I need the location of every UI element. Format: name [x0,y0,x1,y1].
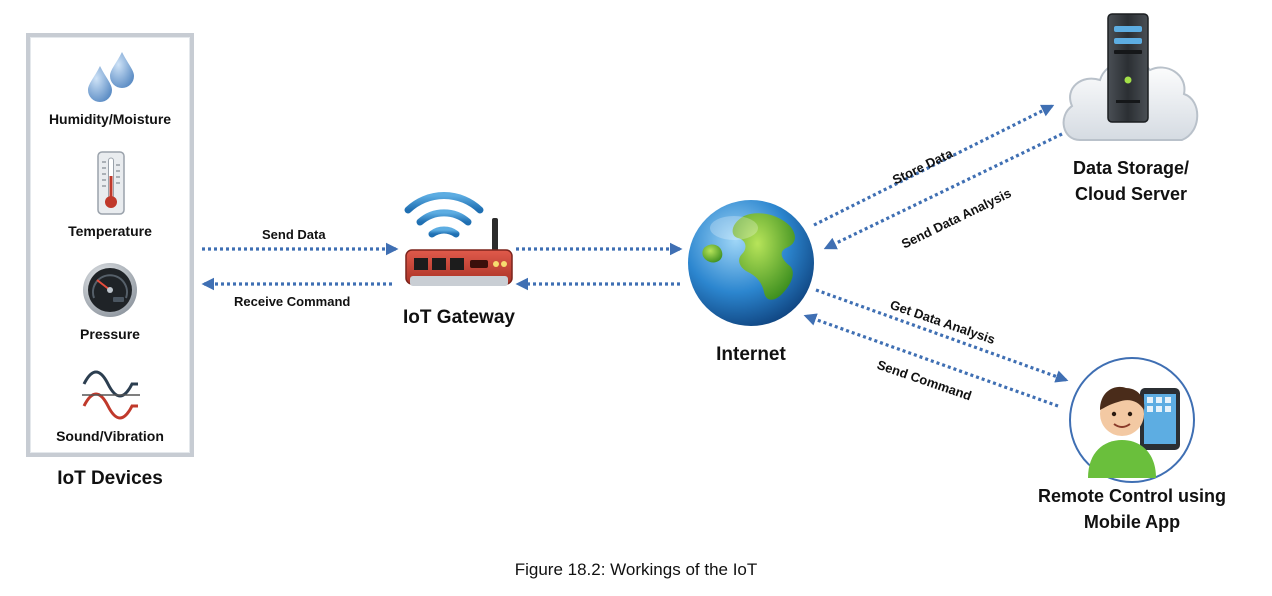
iot-devices-title: IoT Devices [57,468,163,489]
sound-wave-icon [82,370,140,420]
wifi-router-icon [404,192,513,286]
mobile-label-line1: Remote Control using [1038,486,1226,506]
mobile-label-line2: Mobile App [1083,512,1181,532]
mobile-user-icon [1069,357,1195,483]
label-send-data: Send Data [262,227,326,242]
device-label-sound: Sound/Vibration [56,428,164,444]
cloud-server-icon [1062,13,1199,141]
iot-gateway-label: IoT Gateway [403,307,515,328]
device-label-pressure: Pressure [80,326,140,342]
internet-label: Internet [716,344,786,365]
label-receive-command: Receive Command [234,294,351,309]
arrow-get-data-analysis [815,288,1069,383]
arrow-store-data [813,104,1055,227]
cloud-label-line2: Cloud Server [1074,184,1188,204]
arrow-send-command [803,313,1059,408]
thermometer-icon [97,151,125,215]
figure-caption: Figure 18.2: Workings of the IoT [514,560,758,579]
device-label-humidity: Humidity/Moisture [48,111,172,127]
device-label-temperature: Temperature [68,223,152,239]
globe-icon [688,200,814,326]
water-drops-icon [88,52,134,102]
arrow-send-data-analysis [823,132,1063,250]
pressure-gauge-icon [83,263,137,317]
cloud-label-line1: Data Storage/ [1072,158,1190,178]
